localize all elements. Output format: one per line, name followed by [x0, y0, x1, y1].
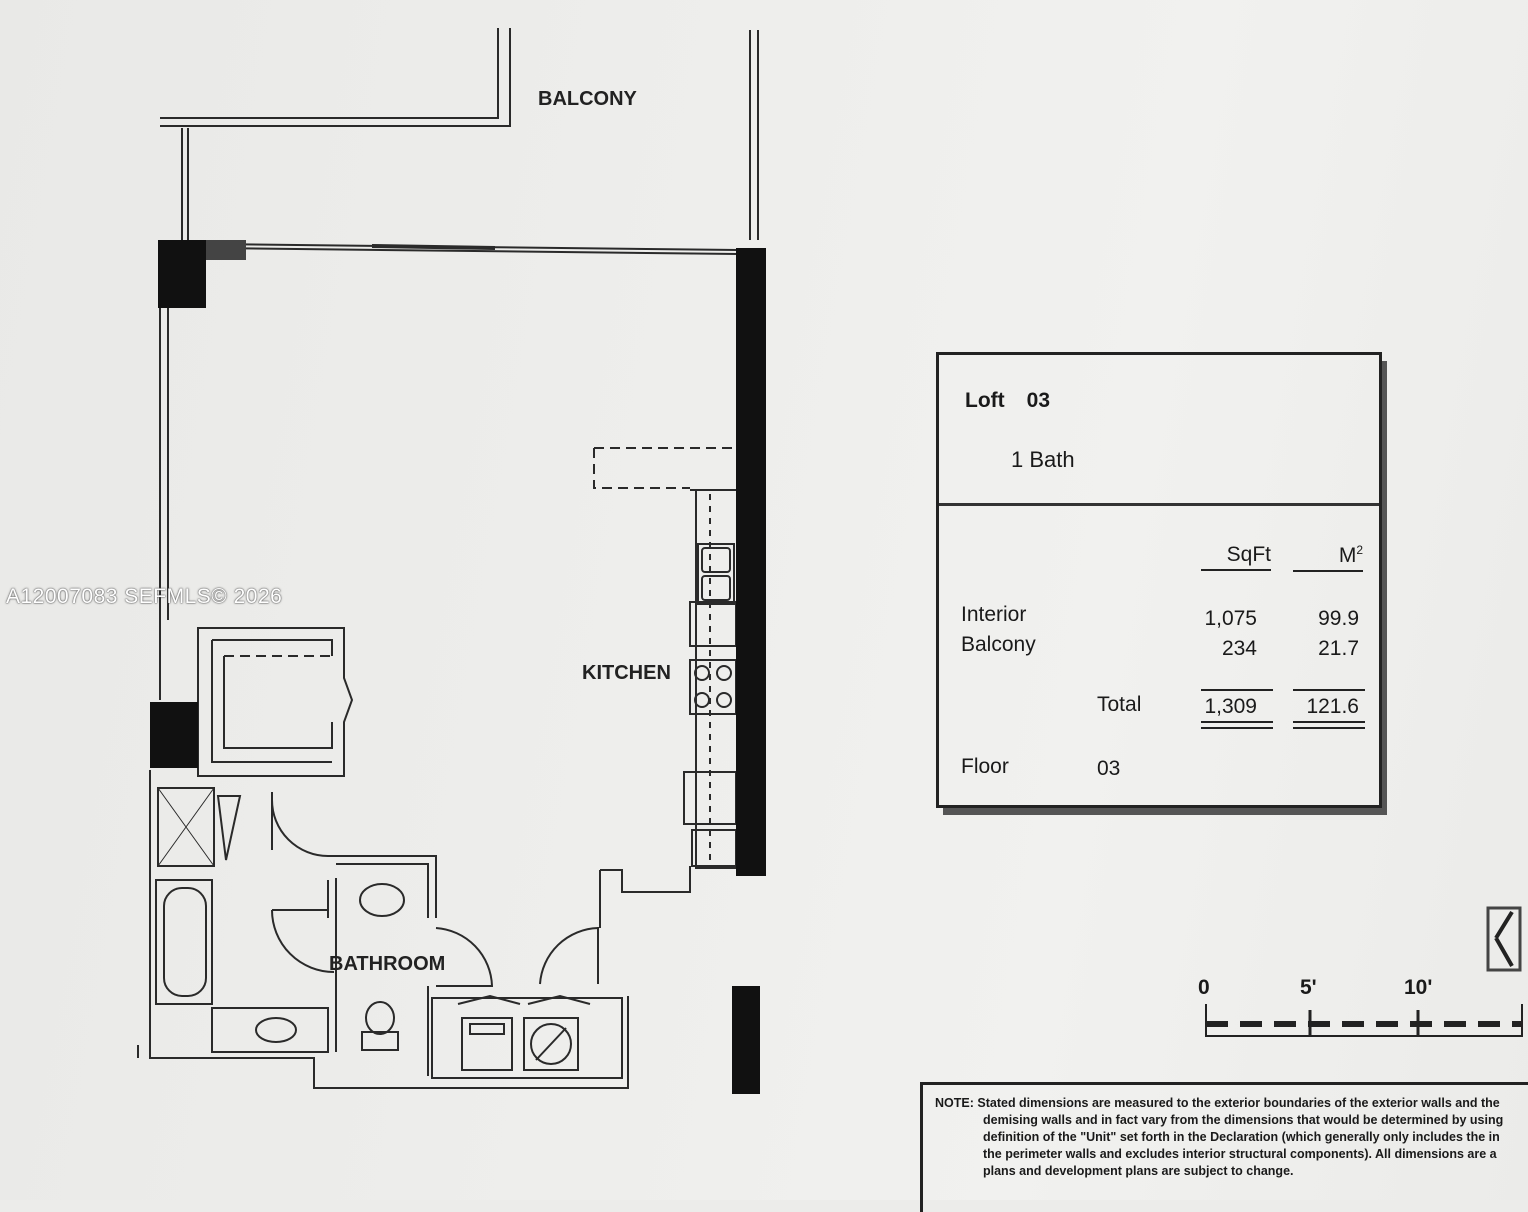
wall-block: [150, 702, 198, 768]
kitchen-label: KITCHEN: [582, 662, 671, 684]
laundry: [431, 997, 623, 1079]
vanity: [211, 1007, 329, 1053]
dimension-note: NOTE: Stated dimensions are measured to …: [920, 1082, 1528, 1212]
balcony-area-label: Balcony: [961, 633, 1036, 656]
balcony-label: BALCONY: [538, 88, 638, 110]
note-lead: NOTE:: [935, 1096, 974, 1110]
interior-sqft: 1,075: [1204, 607, 1257, 630]
balcony-wall-inner: [160, 28, 511, 127]
mls-watermark: A12007083 SEFMLS© 2026: [6, 585, 283, 608]
note-line-5: plans and development plans are subject …: [983, 1164, 1294, 1178]
corridor-wall: [732, 986, 760, 1094]
floor-label: Floor: [961, 755, 1009, 778]
interior-label: Interior: [961, 603, 1027, 626]
unit-title: Loft 03: [965, 389, 1072, 413]
scale-bar: [1205, 906, 1523, 1037]
bathroom-label: BATHROOM: [329, 953, 445, 975]
right-wall: [736, 248, 766, 876]
m2-header: M2: [1293, 543, 1363, 572]
toilet: [365, 1001, 395, 1035]
unit-info-box: Loft 03 1 Bath SqFt M2 Interior 1,075 99.…: [936, 352, 1382, 808]
wall-column: [158, 240, 206, 308]
scale-five: 5': [1300, 976, 1317, 999]
note-line-3: definition of the "Unit" set forth in th…: [983, 1130, 1500, 1144]
closet: [197, 627, 354, 777]
scale-ten: 10': [1404, 976, 1433, 999]
total-m2: 121.6: [1306, 695, 1359, 718]
balcony-sqft: 234: [1221, 637, 1257, 660]
bathtub: [155, 879, 213, 1005]
bath-sink: [359, 883, 405, 917]
unit-number: 03: [1026, 389, 1051, 412]
bath-count: 1 Bath: [1011, 447, 1075, 472]
bath-door-swing: [271, 792, 329, 857]
washer: [523, 1017, 579, 1071]
note-line-1: Stated dimensions are measured to the ex…: [977, 1096, 1500, 1110]
kitchen-island: [593, 447, 739, 490]
box-divider: [939, 503, 1379, 506]
note-line-4: the perimeter walls and excludes interio…: [983, 1147, 1497, 1161]
unit-name: Loft: [965, 389, 1005, 412]
interior-m2: 99.9: [1318, 607, 1359, 630]
balcony-wall: [160, 28, 499, 119]
floor-value: 03: [1097, 757, 1121, 780]
shower: [157, 787, 215, 867]
kitchen-counter: [695, 490, 738, 869]
kitchen-sink: [697, 543, 735, 605]
total-label: Total: [1097, 693, 1142, 716]
bottom-wall: [149, 770, 629, 1089]
note-line-2: demising walls and in fact vary from the…: [983, 1113, 1504, 1127]
scale-zero: 0: [1198, 976, 1210, 999]
total-sqft: 1,309: [1204, 695, 1257, 718]
entry-door: [539, 926, 599, 985]
balcony-m2: 21.7: [1318, 637, 1359, 660]
sqft-header: SqFt: [1201, 543, 1271, 571]
dryer: [461, 1017, 513, 1071]
